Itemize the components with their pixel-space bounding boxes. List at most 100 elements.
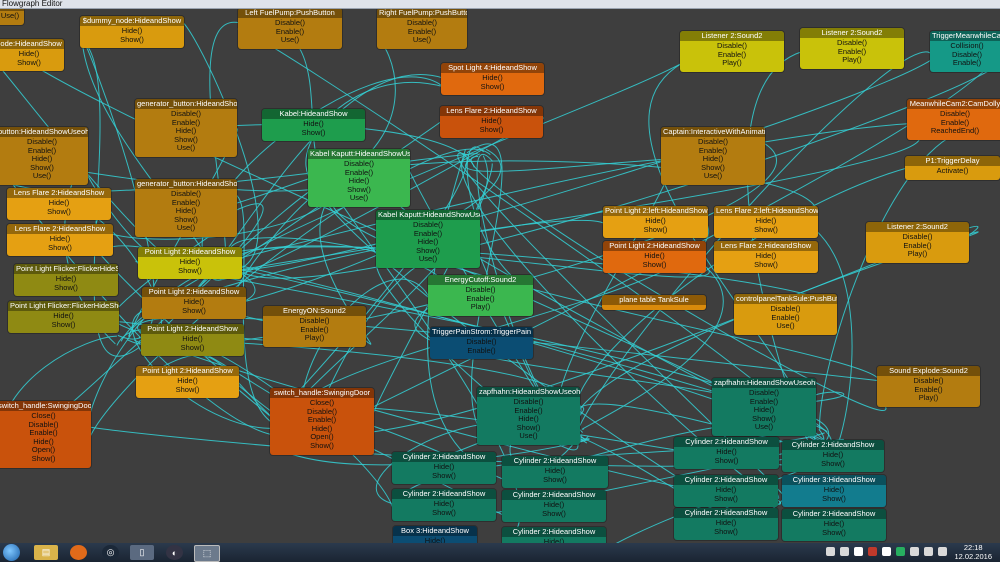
tray-icon[interactable] xyxy=(826,547,835,556)
node-port[interactable]: Show() xyxy=(714,526,738,536)
connection-wire[interactable] xyxy=(581,264,724,430)
node-port[interactable]: Show() xyxy=(822,493,846,503)
node-port[interactable]: Use() xyxy=(176,223,196,233)
node-port[interactable]: Disable() xyxy=(836,38,867,47)
connection-wire[interactable] xyxy=(81,39,211,262)
node-control-panel[interactable]: controlpanelTankSule:PushButtonDisable()… xyxy=(734,294,837,335)
tray-icon[interactable] xyxy=(938,547,947,556)
node-port[interactable]: Show() xyxy=(643,224,668,234)
node-kabel-kaputt-b[interactable]: Kabel Kaputt:HideandShowUseohneTextDisab… xyxy=(376,210,480,268)
node-point-light-flicker-a[interactable]: Point Light Flicker:FlickerHideShowHide(… xyxy=(14,264,118,297)
node-port[interactable]: Hide() xyxy=(482,73,503,82)
node-port[interactable]: Use() xyxy=(0,11,20,20)
node-port[interactable]: Show() xyxy=(180,342,205,352)
tray-icon[interactable] xyxy=(896,547,905,556)
node-port[interactable]: Hide() xyxy=(543,537,565,543)
node-port[interactable]: Hide() xyxy=(175,206,197,216)
tray-icon[interactable] xyxy=(882,547,891,556)
node-port[interactable]: Hide() xyxy=(715,518,737,527)
node-port[interactable]: Play() xyxy=(470,302,491,312)
media-player-icon[interactable]: ◐ xyxy=(166,545,183,560)
tray-icon[interactable] xyxy=(854,547,863,556)
node-port[interactable]: Show() xyxy=(516,422,541,432)
node-port[interactable]: Show() xyxy=(347,184,371,194)
connection-wire[interactable] xyxy=(466,143,503,429)
node-port[interactable]: Play() xyxy=(304,333,325,343)
node-port[interactable]: Play() xyxy=(918,393,939,403)
node-port[interactable]: Enable() xyxy=(914,384,943,394)
node-port[interactable]: Disable() xyxy=(26,137,57,146)
node-port[interactable]: Enable() xyxy=(27,145,57,155)
folder-icon[interactable]: ▤ xyxy=(34,545,58,560)
node-port[interactable]: Play() xyxy=(842,55,862,65)
node-port[interactable]: Hide() xyxy=(433,499,455,508)
node-port[interactable]: Show() xyxy=(543,474,567,484)
node-port[interactable]: Hide() xyxy=(303,119,324,128)
node-port[interactable]: Hide() xyxy=(702,154,724,164)
firefox-icon[interactable] xyxy=(70,545,87,560)
node-port[interactable]: Show() xyxy=(31,453,56,463)
node-port[interactable]: Disable() xyxy=(697,137,728,146)
node-port[interactable]: Enable() xyxy=(300,324,329,334)
connection-wire[interactable] xyxy=(571,51,933,446)
node-port[interactable]: Hide() xyxy=(755,216,777,225)
node-kabel-kaputt-a[interactable]: Kabel Kaputt:HideandShowUseohneTextDisab… xyxy=(308,149,410,207)
node-port[interactable]: Show() xyxy=(714,455,739,465)
node-port[interactable]: Hide() xyxy=(48,198,70,207)
node-port[interactable]: Open() xyxy=(310,432,334,442)
node-port[interactable]: Close() xyxy=(31,411,56,420)
node-partial-topleft[interactable]: Use() xyxy=(0,9,24,25)
node-port[interactable]: Hide() xyxy=(823,519,845,528)
node-port[interactable]: Use() xyxy=(32,171,52,181)
node-port[interactable]: Disable() xyxy=(939,109,970,118)
node-port[interactable]: Enable() xyxy=(307,415,337,425)
application-icon[interactable]: ▯ xyxy=(130,545,154,560)
node-zapfhahn-b[interactable]: zapfhahn:HideandShowUseohneTextDisable()… xyxy=(712,378,816,436)
node-port[interactable]: Hide() xyxy=(417,237,439,247)
connection-wire[interactable] xyxy=(215,45,942,271)
tray-icon[interactable] xyxy=(924,547,933,556)
node-port[interactable]: Hide() xyxy=(424,536,446,543)
node-port[interactable]: Show() xyxy=(48,242,72,252)
window-titlebar[interactable]: Flowgraph Editor xyxy=(0,0,1000,9)
node-port[interactable]: Disable() xyxy=(513,397,544,406)
node-port[interactable]: Enable() xyxy=(171,197,201,207)
node-port[interactable]: Show() xyxy=(310,440,334,450)
tray-icon[interactable] xyxy=(840,547,849,556)
node-port[interactable]: Hide() xyxy=(753,405,775,415)
node-port[interactable]: ReachedEnd() xyxy=(930,126,980,136)
node-port[interactable]: Disable() xyxy=(306,406,337,416)
node-trigger-meanwhile[interactable]: TriggerMeanwhileCam2:CoCollision()Disabl… xyxy=(930,31,1000,72)
node-port[interactable]: Show() xyxy=(480,81,505,91)
connection-wire[interactable] xyxy=(427,149,505,481)
node-generator-button-a[interactable]: generator_button:HideandShowUseohneTextD… xyxy=(135,99,237,157)
node-port[interactable]: Hide() xyxy=(183,297,205,306)
node-port[interactable]: Hide() xyxy=(716,447,737,456)
node-port[interactable]: Disable() xyxy=(299,316,330,325)
node-port[interactable]: Enable() xyxy=(903,240,932,250)
node-port[interactable]: Hide() xyxy=(823,485,845,494)
start-button[interactable] xyxy=(3,544,20,561)
node-port[interactable]: Enable() xyxy=(514,405,543,415)
node-port[interactable]: Use() xyxy=(412,35,432,45)
node-port[interactable]: Show() xyxy=(17,57,41,67)
node-port[interactable]: Show() xyxy=(642,259,667,269)
